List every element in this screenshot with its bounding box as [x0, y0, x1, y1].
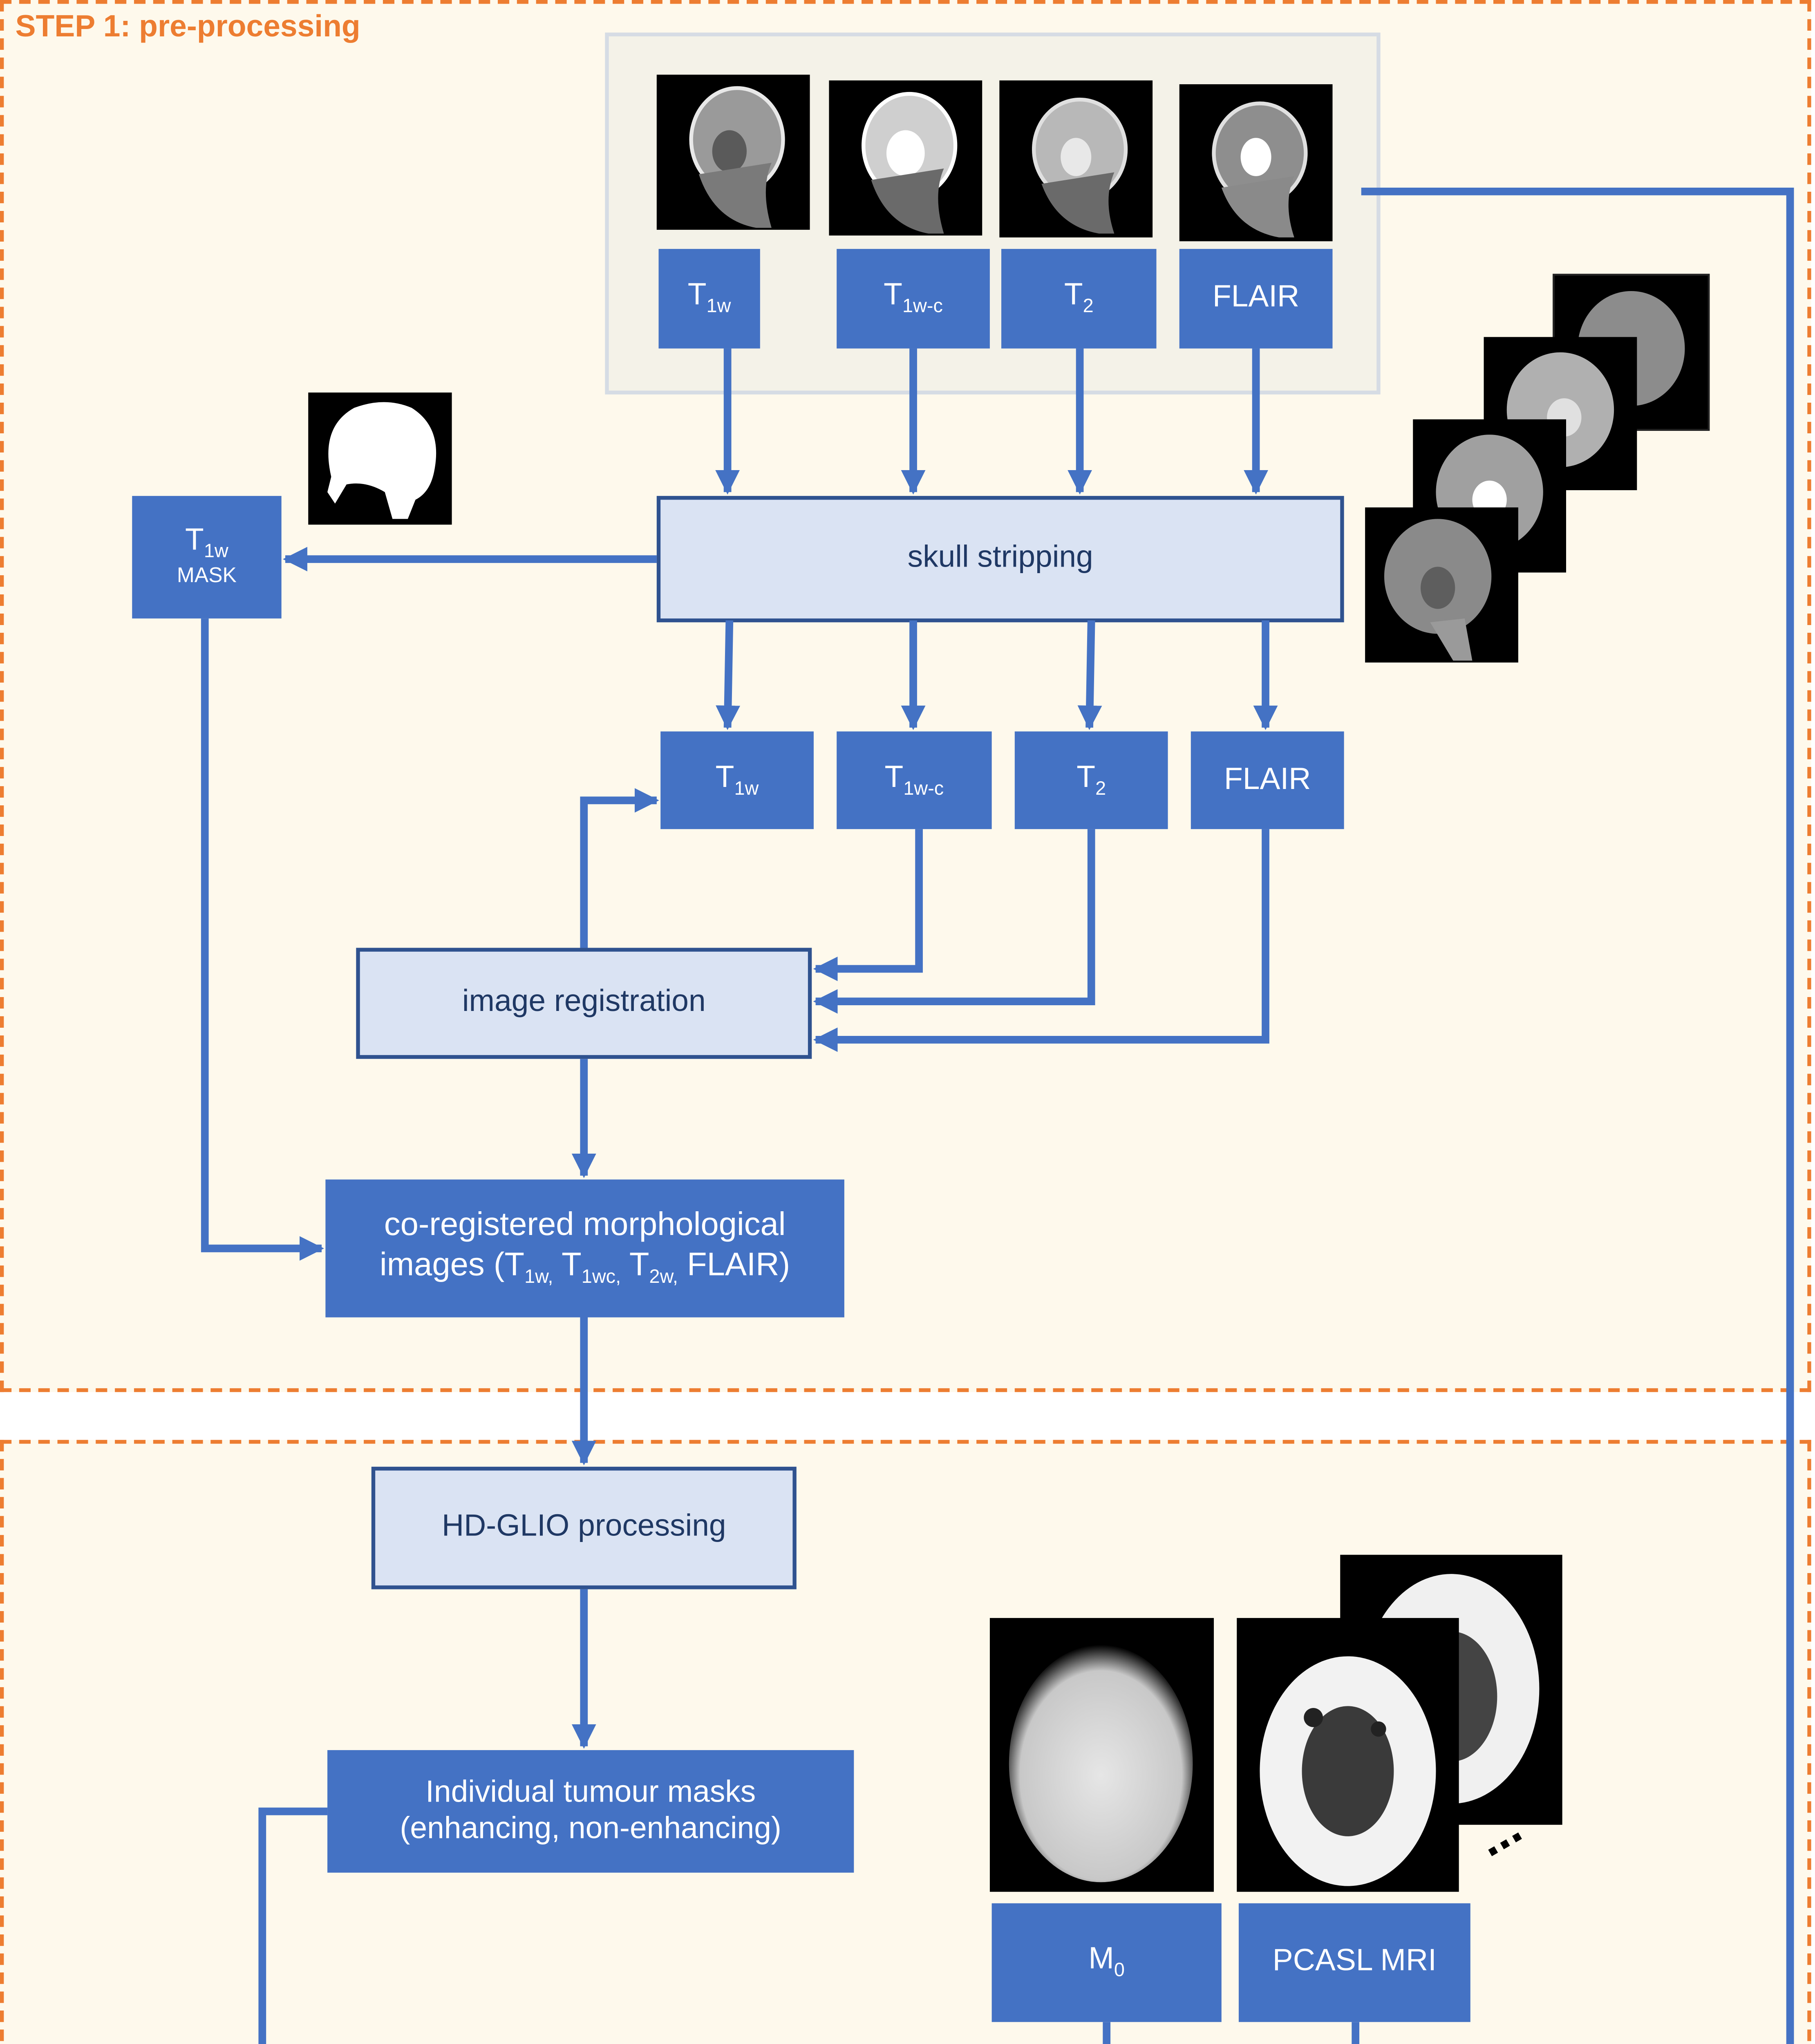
coreg-item-main: T	[504, 1246, 525, 1282]
registered-t1w-box: T1w	[660, 731, 814, 829]
label-sub: 1w	[204, 542, 228, 564]
input-t1w-box: T1w	[658, 249, 760, 349]
m0-image	[989, 1618, 1214, 1892]
arrow-flair-to-registration	[813, 829, 1269, 1052]
registered-flair-box: FLAIR	[1191, 731, 1344, 829]
coreg-item-sub: 1w,	[524, 1267, 553, 1288]
mask-caption: MASK	[177, 565, 237, 589]
t1w-sagittal-image	[656, 74, 810, 230]
label-main: T	[715, 761, 734, 794]
arrow-t1wc-to-registration	[813, 829, 923, 982]
arrow-m0-to-exploreasl	[1103, 2022, 1111, 2044]
skull-stripping-label: skull stripping	[907, 542, 1093, 576]
label-main: FLAIR	[1212, 282, 1300, 315]
stripped-stack-image-1	[1365, 507, 1518, 663]
skull-stripping-box: skull stripping	[656, 496, 1344, 623]
coregistered-suffix: FLAIR)	[678, 1246, 790, 1282]
pcasl-image-front	[1237, 1618, 1459, 1892]
arrow-reg-to-t1w	[580, 788, 659, 948]
tumour-masks-line1: Individual tumour masks	[425, 1776, 756, 1809]
flair-sagittal-image	[1179, 84, 1333, 242]
label-main: T	[687, 279, 707, 312]
arrow-mask-to-coreg	[201, 618, 325, 1261]
input-t1wc-box: T1w-c	[837, 249, 990, 349]
input-flair-box: FLAIR	[1179, 249, 1333, 349]
label-sub: 2	[1083, 297, 1094, 318]
arrow-t2-to-registration	[813, 829, 1095, 1014]
tumour-masks-box: Individual tumour masks (enhancing, non-…	[327, 1750, 854, 1873]
brain-mask-image	[308, 392, 452, 525]
label-main: T	[884, 761, 904, 794]
t1wc-sagittal-image	[829, 80, 982, 236]
coreg-item-main: T	[553, 1246, 582, 1282]
t2-sagittal-image	[999, 80, 1153, 238]
coreg-item-main: T	[621, 1246, 649, 1282]
m0-box: M0	[991, 1903, 1222, 2022]
coregistered-prefix: images (	[380, 1246, 505, 1282]
label-main: T	[185, 525, 204, 558]
label-sub: 1w	[706, 297, 731, 318]
label-main: T	[1076, 761, 1096, 794]
input-t2-box: T2	[1001, 249, 1157, 349]
label-sub: 1w-c	[903, 778, 944, 800]
label-sub: 2	[1095, 778, 1106, 800]
hdglio-label: HD-GLIO processing	[441, 1511, 726, 1544]
coregistered-line1: co-registered morphological	[384, 1207, 786, 1244]
hdglio-box: HD-GLIO processing	[371, 1466, 797, 1589]
t1w-mask-box: T1w MASK	[132, 496, 282, 619]
label-main: M	[1088, 1943, 1114, 1976]
registered-t1wc-box: T1w-c	[837, 731, 992, 829]
pcasl-box: PCASL MRI	[1238, 1903, 1470, 2022]
label-main: T	[884, 279, 902, 312]
coreg-item-sub: 1wc,	[581, 1267, 621, 1288]
arrow-skull-to-reg-t1w	[716, 620, 741, 730]
coregistered-images-box: co-registered morphological images (T1w,…	[325, 1179, 844, 1318]
label-main: T	[1064, 279, 1083, 312]
image-registration-label: image registration	[462, 987, 706, 1020]
label-sub: 1w-c	[902, 297, 943, 318]
image-registration-box: image registration	[356, 948, 812, 1059]
registered-t2-box: T2	[1014, 731, 1168, 829]
pcasl-label: PCASL MRI	[1272, 1946, 1437, 1979]
tumour-masks-line2: (enhancing, non-enhancing)	[400, 1813, 781, 1846]
label-main: FLAIR	[1224, 764, 1311, 797]
coreg-item-sub: 2w,	[649, 1267, 678, 1288]
label-sub: 1w	[734, 778, 759, 800]
arrow-tumour-to-exploreasl	[258, 1807, 328, 2044]
arrow-skull-to-reg-t2	[1077, 620, 1102, 730]
label-sub: 0	[1114, 1961, 1125, 1982]
step1-label: STEP 1: pre-processing	[15, 11, 360, 44]
arrow-inputs-to-exploreasl	[1361, 188, 1794, 2044]
